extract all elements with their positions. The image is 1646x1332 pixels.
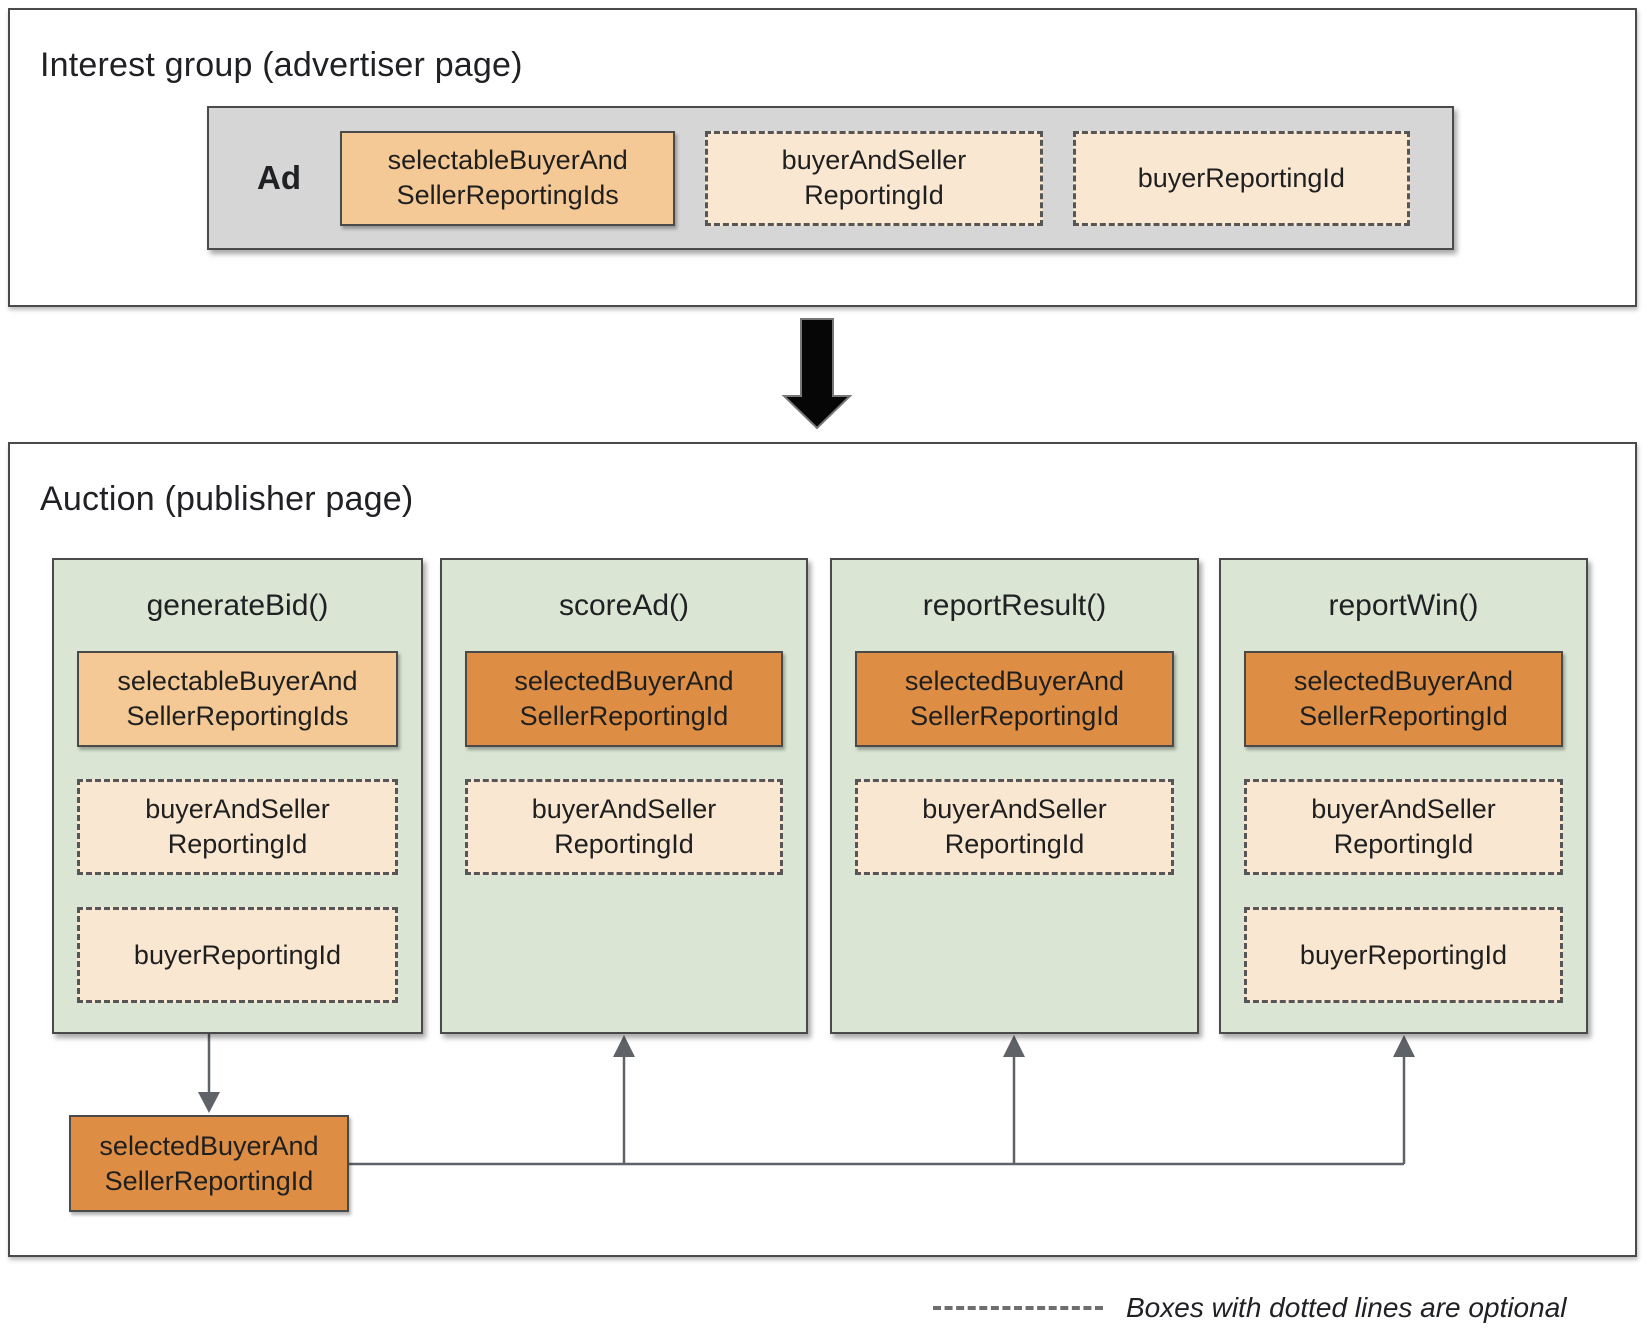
chip-label: buyerReportingId [1137,162,1345,193]
up-arrowhead-reportwin-icon [1393,1035,1415,1057]
panel-reportwin: reportWin() selectedBuyerAnd SellerRepor… [1219,558,1588,1034]
box-buyer-and-seller-reporting-id: buyerAndSeller ReportingId [1244,779,1563,875]
box-label: buyerReportingId [133,939,342,970]
panel-generatebid-title: generateBid() [146,588,329,622]
box-label: buyerAndSeller ReportingId [922,794,1107,859]
ad-container: Ad selectableBuyerAnd SellerReportingIds… [207,106,1454,250]
panel-reportresult-title: reportResult() [922,588,1107,622]
panel-reportresult: reportResult() selectedBuyerAnd SellerRe… [830,558,1199,1034]
box-label: selectedBuyerAnd SellerReportingId [1293,666,1514,731]
box-label: buyerAndSeller ReportingId [531,794,717,859]
auction-title: Auction (publisher page) [40,480,414,518]
chip-selectable-buyer-and-seller-reporting-ids: selectableBuyerAnd SellerReportingIds [340,130,676,226]
ad-label: Ad [257,159,301,196]
panel-reportwin-title: reportWin() [1328,588,1479,622]
chip-label: selectableBuyerAnd SellerReportingIds [387,145,628,210]
interest-group-title: Interest group (advertiser page) [40,46,523,84]
box-selected-output: selectedBuyerAnd SellerReportingId [69,1115,349,1212]
box-buyer-and-seller-reporting-id: buyerAndSeller ReportingId [465,779,783,875]
legend-text: Boxes with dotted lines are optional [1126,1292,1567,1323]
box-selectable-buyer-and-seller-reporting-ids: selectableBuyerAnd SellerReportingIds [77,651,398,747]
up-arrowhead-reportresult-icon [1003,1035,1025,1057]
box-selected-buyer-and-seller-reporting-id: selectedBuyerAnd SellerReportingId [465,651,783,747]
auction-section: Auction (publisher page) generateBid() s… [8,442,1637,1257]
box-label: selectedBuyerAnd SellerReportingId [99,1130,319,1196]
box-label: selectableBuyerAnd SellerReportingIds [117,666,358,731]
chip-buyer-and-seller-reporting-id: buyerAndSeller ReportingId [705,130,1043,226]
box-buyer-reporting-id: buyerReportingId [1244,907,1563,1003]
box-buyer-and-seller-reporting-id: buyerAndSeller ReportingId [77,779,398,875]
interest-group-section: Interest group (advertiser page) Ad sele… [8,8,1637,307]
box-label: buyerAndSeller ReportingId [1311,794,1496,859]
down-arrowhead-icon [198,1092,220,1113]
chip-label: buyerAndSeller ReportingId [781,145,967,210]
up-arrowhead-scoread-icon [613,1035,635,1057]
panel-scoread: scoreAd() selectedBuyerAnd SellerReporti… [440,558,808,1034]
chip-buyer-reporting-id: buyerReportingId [1072,130,1410,226]
box-label: buyerAndSeller ReportingId [145,794,330,859]
box-buyer-and-seller-reporting-id: buyerAndSeller ReportingId [855,779,1174,875]
legend-dashed-line [933,1306,1103,1310]
ad-chip-row: selectableBuyerAnd SellerReportingIds bu… [340,130,1410,226]
box-selected-buyer-and-seller-reporting-id: selectedBuyerAnd SellerReportingId [855,651,1174,747]
box-label: buyerReportingId [1299,939,1508,970]
box-label: selectedBuyerAnd SellerReportingId [904,666,1125,731]
connector-lines [198,1034,1415,1166]
panel-generatebid: generateBid() selectableBuyerAnd SellerR… [52,558,423,1034]
box-buyer-reporting-id: buyerReportingId [77,907,398,1003]
box-selected-buyer-and-seller-reporting-id: selectedBuyerAnd SellerReportingId [1244,651,1563,747]
panel-scoread-title: scoreAd() [558,588,690,622]
box-label: selectedBuyerAnd SellerReportingId [514,666,734,731]
flow-down-arrow-icon [781,318,853,430]
